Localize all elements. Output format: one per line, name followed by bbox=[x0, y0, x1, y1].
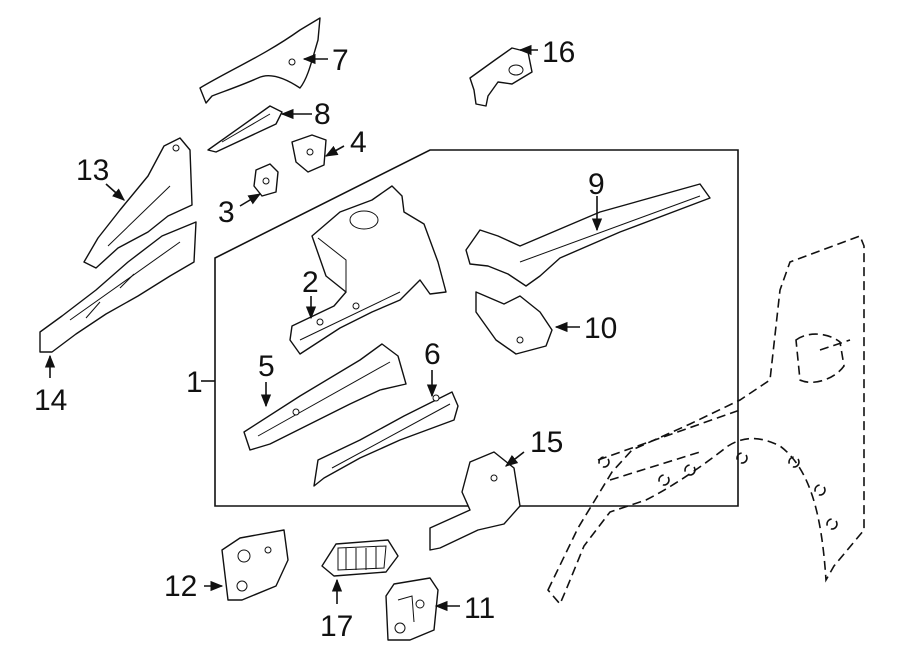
part-12-plate[interactable] bbox=[221, 529, 289, 601]
part-8-bracket[interactable] bbox=[207, 105, 283, 153]
part-2-shock-tower-assembly[interactable] bbox=[289, 185, 447, 355]
callout-15: 15 bbox=[530, 426, 563, 459]
callout-1: 1 bbox=[186, 366, 203, 399]
assembly-group-box bbox=[214, 149, 739, 507]
callout-4: 4 bbox=[350, 126, 367, 159]
part-7-wheelhouse-arch[interactable] bbox=[199, 17, 321, 104]
callout-10: 10 bbox=[584, 312, 617, 345]
part-11-bracket-plate[interactable] bbox=[385, 577, 439, 641]
part-5-lower-rail[interactable] bbox=[243, 343, 407, 451]
part-14-lower-apron[interactable] bbox=[39, 221, 197, 353]
callout-12: 12 bbox=[164, 570, 197, 603]
callout-8: 8 bbox=[314, 98, 331, 131]
callout-5: 5 bbox=[258, 350, 275, 383]
callout-3: 3 bbox=[218, 196, 235, 229]
part-4-bracket[interactable] bbox=[291, 134, 327, 173]
part-13-apron-reinforcement[interactable] bbox=[83, 137, 193, 269]
part-3-small-bracket[interactable] bbox=[253, 163, 279, 197]
callout-13: 13 bbox=[76, 154, 109, 187]
part-9-upper-rail[interactable] bbox=[465, 183, 711, 287]
callout-6: 6 bbox=[424, 338, 441, 371]
callout-9: 9 bbox=[588, 168, 605, 201]
part-6-rail-extension[interactable] bbox=[313, 391, 459, 487]
callout-17: 17 bbox=[320, 610, 353, 643]
callout-14: 14 bbox=[34, 384, 67, 417]
callout-11: 11 bbox=[464, 592, 495, 625]
part-17-vent-grille[interactable] bbox=[321, 539, 399, 577]
fender-phantom-outline bbox=[547, 234, 865, 606]
callout-16: 16 bbox=[542, 36, 575, 69]
part-10-rail-bracket[interactable] bbox=[475, 291, 553, 355]
callout-7: 7 bbox=[332, 44, 349, 77]
part-15-lower-bracket[interactable] bbox=[429, 451, 521, 551]
part-16-top-bracket[interactable] bbox=[469, 47, 533, 107]
callout-2: 2 bbox=[302, 266, 319, 299]
